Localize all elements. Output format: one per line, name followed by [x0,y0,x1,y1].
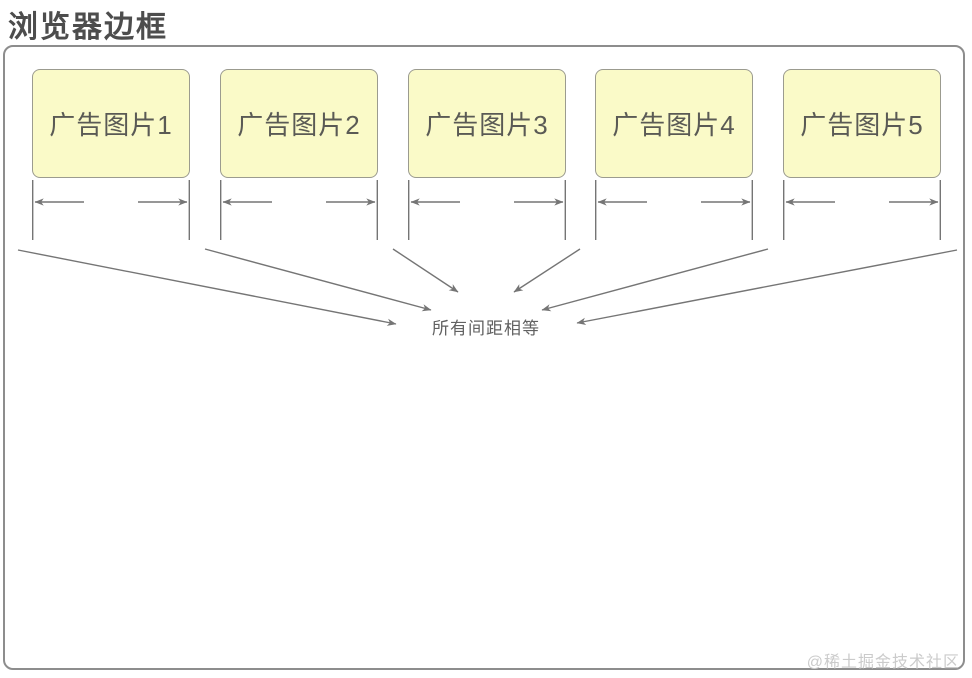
gap-pointer-arrow [392,248,459,293]
ad-box-label: 广告图片4 [612,110,736,140]
converging-arrows [17,248,958,326]
gap-pointer-arrow [513,248,581,293]
browser-frame-title: 浏览器边框 [8,11,168,44]
ad-box: 广告图片2 [220,69,378,178]
ad-box-label: 广告图片2 [237,110,361,140]
ad-box-label: 广告图片3 [425,110,549,140]
gap-pointer-arrow [541,248,769,312]
watermark: @稀土掘金技术社区 [806,654,960,671]
width-dimension-lines [32,180,941,240]
gap-pointer-arrow [204,248,432,312]
ad-box: 广告图片1 [32,69,190,178]
gap-pointer-arrow [17,249,397,326]
ad-box: 广告图片5 [783,69,941,178]
ad-box: 广告图片3 [408,69,566,178]
gap-pointer-arrow [576,249,958,325]
ad-box-label: 广告图片5 [800,110,924,140]
ad-box-label: 广告图片1 [49,110,173,140]
ad-box: 广告图片4 [595,69,753,178]
equal-spacing-label: 所有间距相等 [432,319,540,338]
browser-frame [3,45,965,670]
